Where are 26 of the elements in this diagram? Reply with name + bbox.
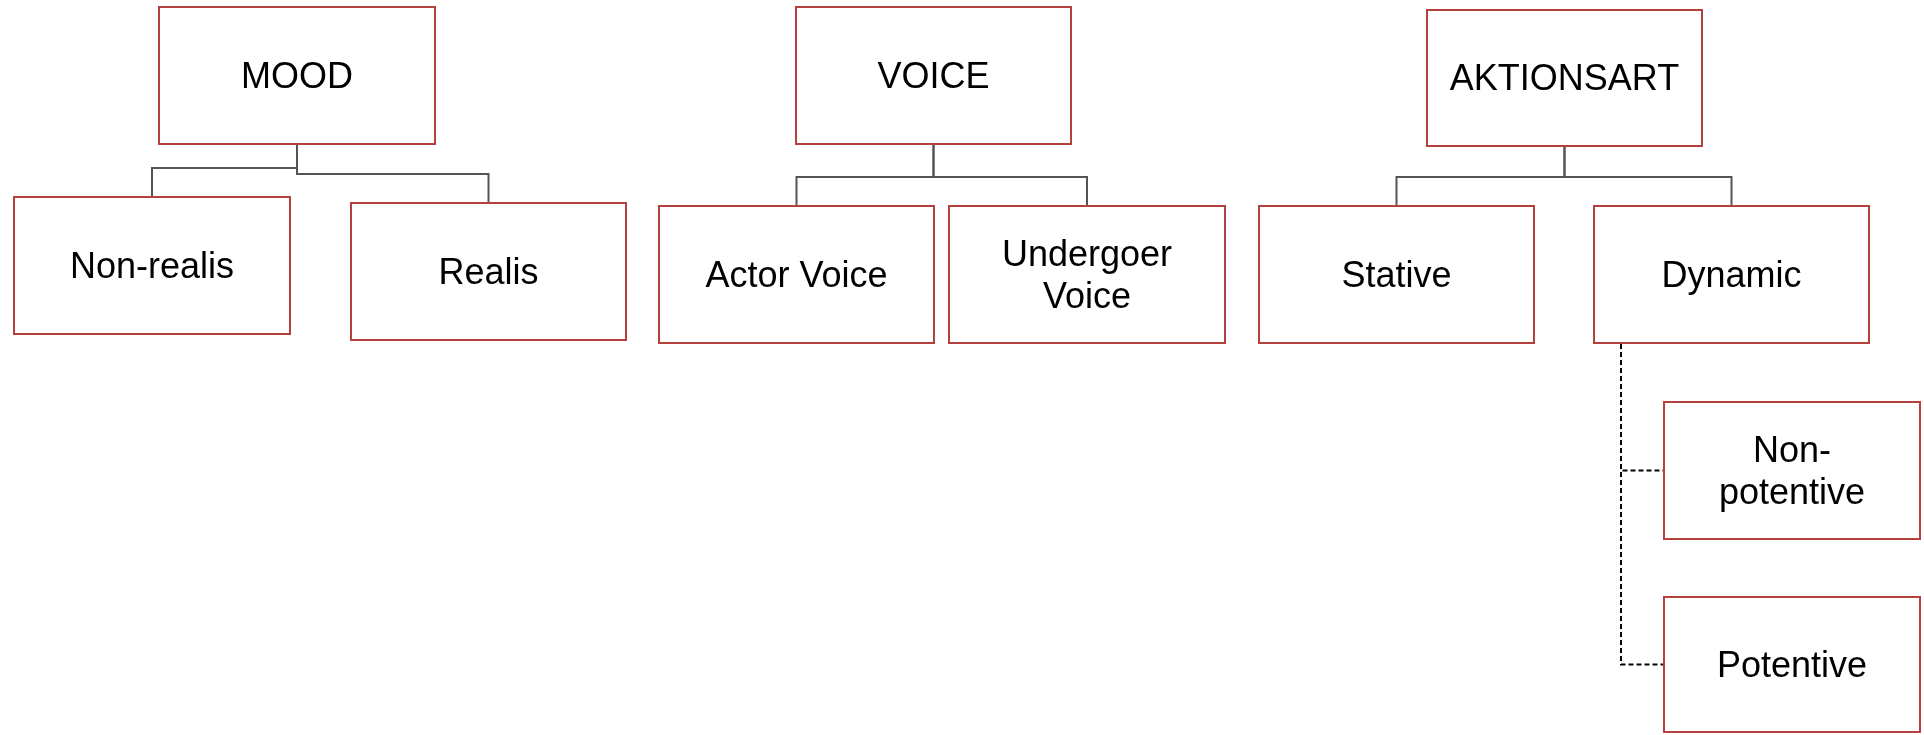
category-label: Potentive: [1716, 643, 1868, 686]
category-box: [795, 6, 1072, 145]
connector-line: [1563, 146, 1733, 206]
category-box: [1426, 9, 1703, 147]
connector-line: [296, 144, 490, 203]
category-label: Dynamic: [1661, 253, 1802, 296]
category-label: VOICE: [877, 54, 990, 97]
category-label: Stative: [1341, 253, 1452, 296]
category-label: Non-potentive: [1717, 429, 1867, 512]
category-box: [1258, 205, 1535, 344]
category-label: Undergoer Voice: [1000, 233, 1174, 316]
category-box: [1593, 205, 1870, 344]
connector-line: [932, 144, 1088, 206]
category-label: AKTIONSART: [1449, 57, 1680, 99]
category-box: [1663, 401, 1921, 540]
category-label: Actor Voice: [705, 253, 888, 296]
category-box: [13, 196, 291, 335]
category-box: [658, 205, 935, 344]
category-label: Non-realis: [69, 244, 235, 287]
connector-line: [1620, 343, 1664, 666]
category-box: [158, 6, 436, 145]
category-box: [948, 205, 1226, 344]
category-box: [350, 202, 627, 341]
category-label: MOOD: [241, 54, 353, 97]
category-label: Realis: [438, 250, 539, 293]
category-box: [1663, 596, 1921, 733]
